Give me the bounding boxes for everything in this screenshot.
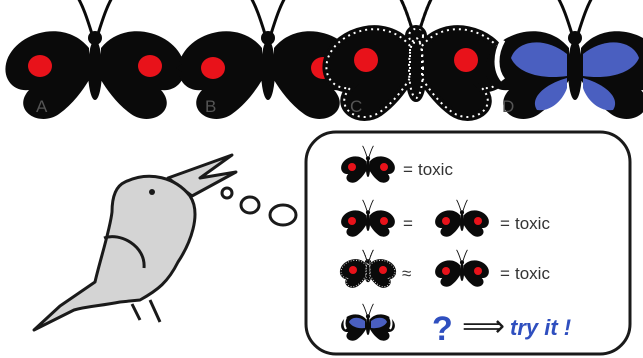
red-spot-icon — [354, 48, 378, 72]
equals-sign: = — [500, 214, 510, 233]
label-b: B — [205, 97, 216, 116]
toxic-text: toxic — [418, 160, 453, 179]
label-c: C — [350, 97, 362, 116]
butterfly-a — [5, 0, 184, 119]
question-mark: ? — [432, 310, 453, 348]
equals-sign: = — [403, 214, 413, 233]
approx-sign: ≈ — [402, 264, 411, 283]
implies-arrow-icon: ⟹ — [462, 310, 505, 343]
toxic-text: toxic — [515, 214, 550, 233]
red-spot-icon — [138, 55, 162, 77]
equals-sign: = — [403, 160, 413, 179]
toxic-text: toxic — [515, 264, 550, 283]
label-a: A — [36, 97, 48, 116]
thought-bubbles — [222, 188, 296, 225]
try-it-text: try it ! — [510, 315, 571, 340]
red-spot-icon — [454, 48, 478, 72]
label-d: D — [502, 97, 514, 116]
bird-icon — [34, 155, 236, 330]
equals-sign: = — [500, 264, 510, 283]
red-spot-icon — [28, 55, 52, 77]
red-spot-icon — [201, 57, 225, 79]
